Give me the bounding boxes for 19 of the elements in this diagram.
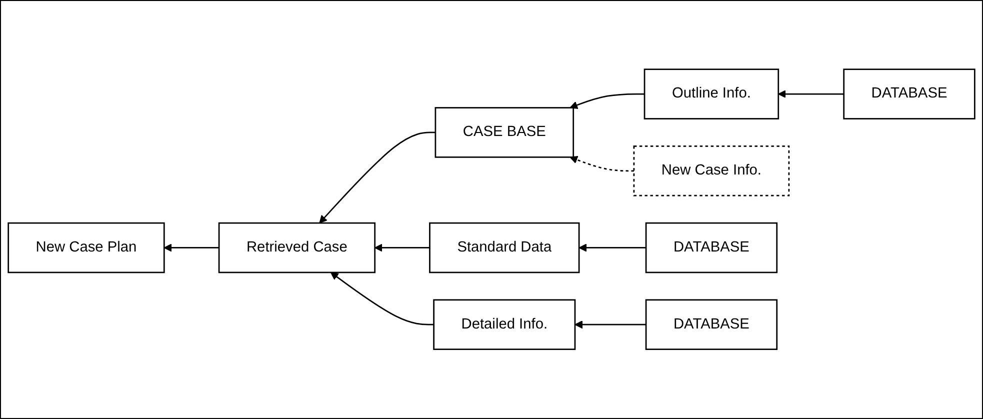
node-box: Detailed Info.: [433, 299, 576, 350]
node-box: DATABASE: [645, 222, 778, 274]
arrow: [574, 320, 646, 329]
node-box: CASE BASE: [434, 107, 574, 158]
arrow: [319, 132, 436, 224]
arrow: [578, 244, 646, 252]
arrow: [570, 94, 645, 110]
node-box: New Case Plan: [8, 222, 165, 274]
arrow: [570, 156, 634, 172]
node-box: Outline Info.: [644, 68, 780, 120]
arrow: [374, 244, 430, 252]
node-box: Standard Data: [429, 222, 580, 274]
node-box: Retrieved Case: [218, 222, 376, 274]
node-box: New Case Info.: [633, 146, 790, 196]
arrow: [330, 272, 434, 326]
arrow: [164, 244, 220, 252]
arrow: [778, 90, 844, 98]
node-box: DATABASE: [645, 299, 778, 350]
node-box: DATABASE: [843, 68, 976, 120]
